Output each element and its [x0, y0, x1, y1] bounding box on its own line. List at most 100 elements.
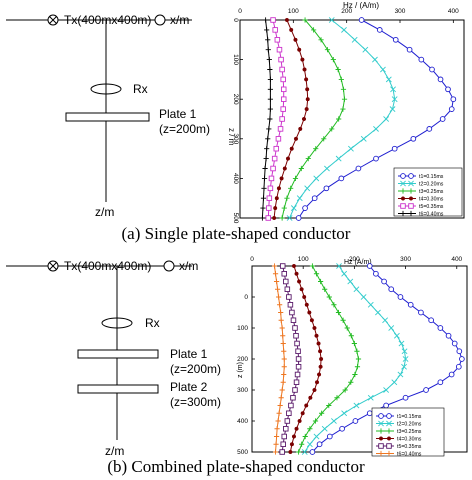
- data-point: [383, 402, 389, 409]
- data-point: [391, 145, 398, 152]
- data-point: [380, 66, 386, 73]
- data-point: [352, 371, 358, 378]
- plate-1-depth: (z=200m): [159, 122, 210, 136]
- data-point: [335, 309, 342, 316]
- y-tick-label: 100: [232, 54, 239, 65]
- data-point: [276, 410, 282, 416]
- data-point: [259, 215, 265, 221]
- x-tick-label: 300: [395, 8, 406, 15]
- data-point: [279, 263, 286, 269]
- data-point: [290, 395, 296, 401]
- data-point: [267, 66, 273, 73]
- data-point: [437, 76, 444, 83]
- tx-label: Tx(400mx400m): [64, 259, 151, 273]
- plate-2-depth: (z=300m): [170, 395, 221, 409]
- data-point: [448, 371, 455, 378]
- plate-1-label: Plate 1: [159, 107, 197, 121]
- data-point: [278, 395, 284, 401]
- legend-label: t1=0.15ms: [419, 174, 444, 180]
- legend-marker: [378, 428, 384, 434]
- x-tick-label: 300: [400, 256, 411, 263]
- data-point: [314, 333, 319, 338]
- data-point: [295, 215, 302, 221]
- x-tick-label: 400: [448, 8, 459, 15]
- chart-b-legend: t1=0.15mst2=0.20mst3=0.25mst4=0.30mst5=0…: [371, 407, 445, 457]
- caption-b: (b) Combined plate-shaped conductor: [107, 457, 365, 476]
- data-point: [338, 175, 345, 182]
- data-point: [275, 136, 282, 142]
- data-point: [313, 433, 320, 440]
- data-point: [265, 215, 272, 221]
- data-point: [279, 449, 285, 455]
- data-point: [277, 302, 283, 308]
- data-point: [281, 371, 287, 378]
- data-point: [311, 195, 318, 202]
- data-point: [319, 410, 325, 416]
- legend-label: t5=0.35ms: [397, 444, 422, 450]
- data-point: [267, 96, 273, 102]
- legend-label: t2=0.20ms: [397, 421, 422, 427]
- data-point: [287, 302, 294, 308]
- data-point: [273, 433, 280, 440]
- legend-marker: [400, 188, 406, 194]
- chart-a-ylabel: z / m: [227, 128, 236, 146]
- data-point: [319, 356, 324, 362]
- series-5: [279, 263, 302, 455]
- chart-a-legend: t1=0.15mst2=0.20mst3=0.25mst4=0.30mst5=0…: [393, 167, 463, 217]
- data-point: [265, 37, 271, 43]
- data-point: [266, 205, 272, 211]
- data-point: [267, 106, 273, 112]
- data-point: [288, 402, 294, 409]
- legend-item: t1=0.15ms: [376, 413, 422, 420]
- data-point: [352, 418, 359, 424]
- series-1: [309, 263, 465, 455]
- data-point: [437, 379, 444, 386]
- data-point: [367, 394, 374, 401]
- data-point: [348, 379, 354, 385]
- caption-a: (a) Single plate-shaped conductor: [121, 224, 351, 243]
- data-point: [278, 56, 284, 63]
- y-tick-label: 500: [237, 449, 248, 456]
- data-point: [418, 56, 425, 63]
- data-point: [273, 441, 279, 447]
- data-point: [280, 106, 286, 112]
- x-tick-label: 0: [238, 8, 242, 15]
- data-point: [266, 57, 272, 63]
- data-point: [451, 340, 458, 347]
- data-point: [316, 341, 321, 346]
- data-point: [280, 333, 286, 339]
- data-point: [391, 379, 398, 386]
- data-point: [274, 37, 281, 43]
- data-point: [445, 332, 452, 339]
- data-point: [335, 155, 342, 162]
- data-point: [283, 426, 289, 432]
- data-point: [375, 309, 381, 316]
- series-3: [295, 263, 362, 455]
- legend-marker: [408, 196, 414, 201]
- data-point: [335, 66, 341, 73]
- data-point: [390, 86, 396, 93]
- data-point: [302, 67, 307, 72]
- data-point: [383, 116, 390, 122]
- legend-item: t2=0.20ms: [398, 180, 444, 187]
- data-point: [402, 394, 409, 401]
- data-point: [278, 317, 284, 323]
- data-point: [428, 317, 435, 324]
- data-point: [301, 116, 307, 122]
- data-point: [318, 349, 323, 354]
- data-point: [401, 363, 407, 370]
- data-point: [397, 294, 404, 300]
- data-point: [308, 395, 313, 400]
- data-point: [302, 17, 308, 23]
- data-point: [277, 402, 283, 409]
- data-point: [373, 125, 379, 132]
- data-point: [294, 371, 301, 378]
- data-point: [358, 17, 365, 23]
- data-point: [393, 332, 400, 339]
- data-point: [376, 27, 383, 33]
- data-point: [260, 195, 267, 201]
- data-point: [301, 449, 308, 455]
- tx-loop-marker-left: [47, 260, 59, 272]
- data-point: [305, 156, 311, 162]
